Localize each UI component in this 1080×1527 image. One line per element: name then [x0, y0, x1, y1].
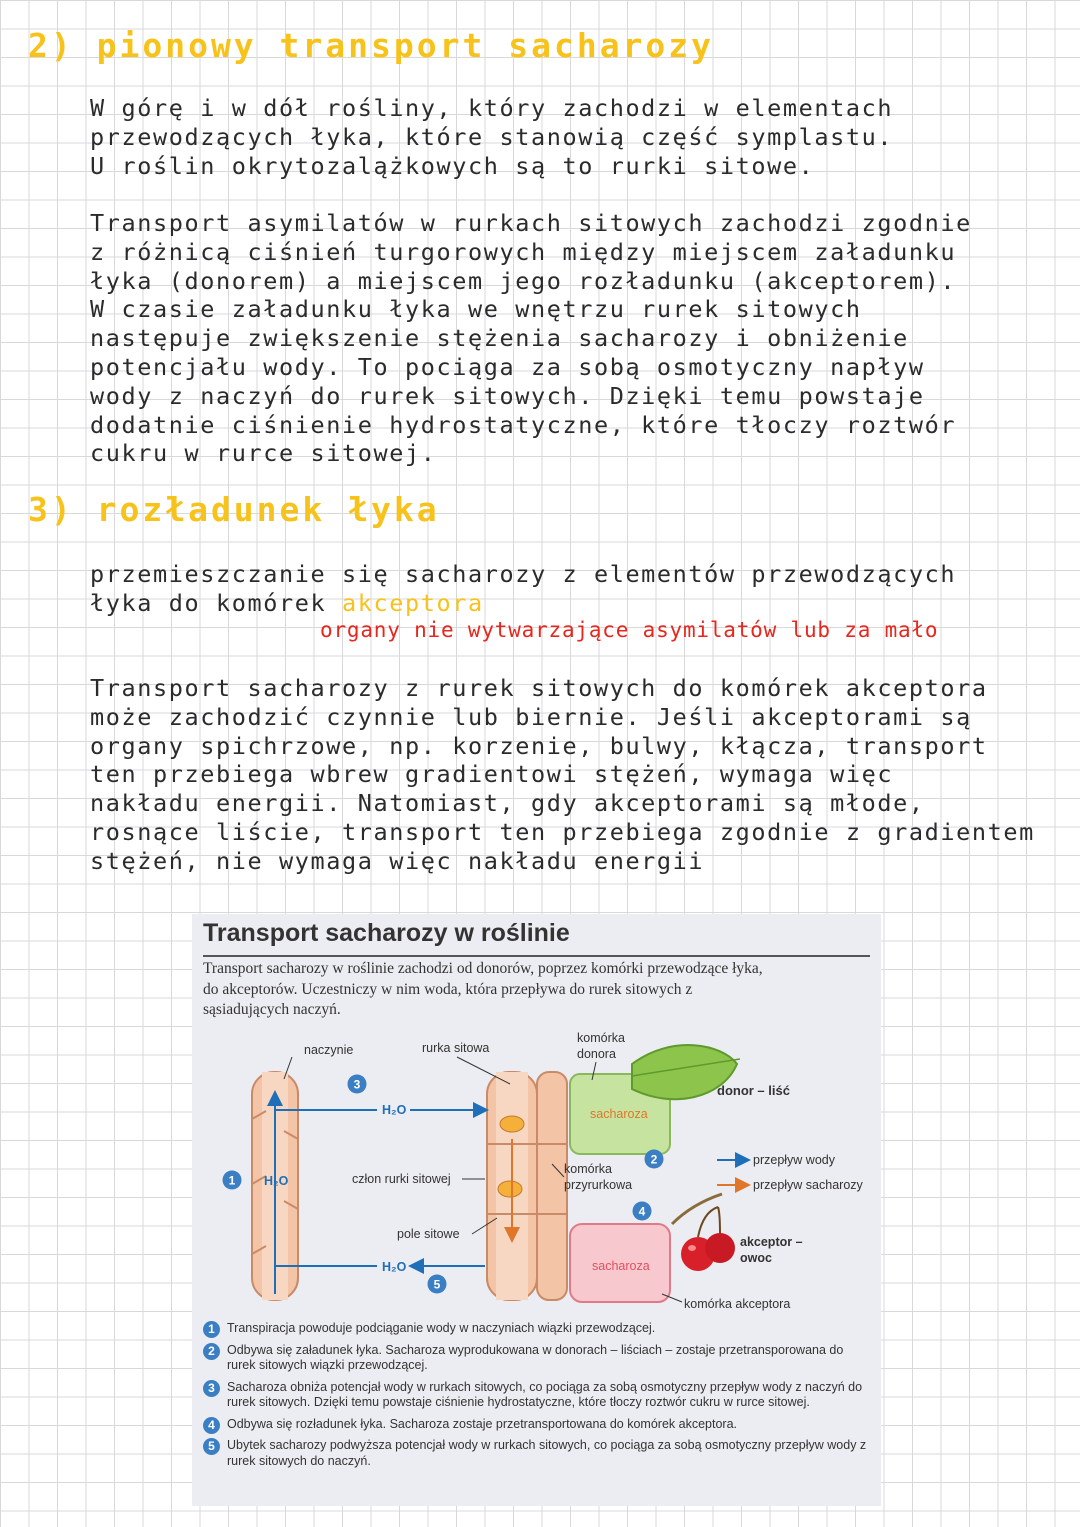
legend-text: Odbywa się załadunek łyka. Sacharoza wyp… — [227, 1342, 844, 1373]
text-fragment: łyka do komórek — [90, 588, 327, 617]
badge-1-number: 1 — [229, 1174, 236, 1188]
text-line: rosnące liście, transport ten przebiega … — [90, 817, 1035, 846]
cherry-fruit-icon — [681, 1206, 735, 1271]
label-czlon-rurki-sitowej: człon rurki sitowej — [352, 1172, 451, 1186]
badge-5-number: 5 — [434, 1278, 441, 1292]
badge-3-number: 3 — [354, 1078, 361, 1092]
sieve-tube — [486, 1071, 568, 1301]
text-line: wody z naczyń do rurek sitowych. Dzięki … — [90, 381, 925, 410]
section-3-heading: 3) rozładunek łyka — [28, 490, 440, 529]
number-badge: 5 — [203, 1438, 220, 1455]
section-3-paragraph-1: przemieszczanie się sacharozy z elementó… — [90, 560, 956, 618]
badge-2-number: 2 — [651, 1153, 658, 1167]
legend-przeplyw-sacharozy: przepływ sacharozy — [753, 1178, 864, 1192]
text-line: potencjału wody. To pociąga za sobą osmo… — [90, 352, 925, 381]
text-line: cukru w rurce sitowej. — [90, 439, 437, 468]
text-line: łyka do komórek akceptora — [90, 589, 956, 618]
label-naczynie: naczynie — [304, 1043, 353, 1057]
text-line: nakładu energii. Natomiast, gdy akceptor… — [90, 789, 925, 818]
text-line: W czasie załadunku łyka we wnętrzu rurek… — [90, 295, 862, 324]
figure-description: Transport sacharozy w roślinie zachodzi … — [203, 960, 763, 1018]
number-badge: 1 — [203, 1321, 220, 1338]
label-pole-sitowe: pole sitowe — [397, 1227, 460, 1241]
figure-divider — [203, 955, 870, 957]
label-komorka-przyrurkowa-line2: przyrurkowa — [564, 1178, 632, 1192]
text-line: W górę i w dół rośliny, który zachodzi w… — [90, 94, 894, 122]
label-komorka-przyrurkowa-line1: komórka — [564, 1162, 612, 1176]
figure-legend-list: 1 Transpiracja powoduje podciąganie wody … — [203, 1321, 873, 1475]
label-h2o-bottom: H₂O — [382, 1260, 407, 1274]
label-h2o-mid: H₂O — [264, 1174, 289, 1188]
section-3-paragraph-2: Transport sacharozy z rurek sitowych do … — [90, 674, 1035, 876]
legend-text: Ubytek sacharozy podwyższa potencjał wod… — [227, 1438, 867, 1468]
badge-4-number: 4 — [639, 1205, 646, 1219]
section-2-paragraph-1: W górę i w dół rośliny, który zachodzi w… — [90, 94, 893, 180]
donor-cell — [569, 1044, 741, 1155]
label-akceptor-line1: akceptor – — [740, 1235, 803, 1249]
text-line: Transport asymilatów w rurkach sitowych … — [90, 209, 972, 237]
text-line: ten przebiega wbrew gradientowi stężeń, … — [90, 760, 894, 789]
label-akceptor-line2: owoc — [740, 1251, 772, 1265]
label-komorka-donora-line1: komórka — [577, 1031, 625, 1045]
text-line: Transport sacharozy z rurek sitowych do … — [90, 674, 988, 702]
label-rurka-sitowa: rurka sitowa — [422, 1041, 489, 1055]
label-komorka-donora-line2: donora — [577, 1047, 616, 1061]
figure-title: Transport sacharozy w roślinie — [203, 919, 570, 947]
label-komorka-akceptora: komórka akceptora — [684, 1297, 790, 1311]
acceptor-cell — [569, 1192, 723, 1303]
legend-item: 4 Odbywa się rozładunek łyka. Sacharoza z… — [203, 1416, 873, 1434]
text-line: łyka (donorem) a miejscem jego rozładunk… — [90, 266, 957, 295]
label-h2o-top: H₂O — [382, 1103, 407, 1117]
legend-item: 3 Sacharoza obniża potencjał wody w rurka… — [203, 1379, 873, 1411]
textbook-figure: Transport sacharozy w roślinie Transport… — [192, 914, 881, 1506]
badge-4-icon: 4 — [632, 1201, 652, 1221]
badge-1-icon: 1 — [222, 1170, 242, 1190]
legend-text: Odbywa się rozładunek łyka. Sacharoza zo… — [227, 1416, 737, 1431]
red-annotation: organy nie wytwarzające asymilatów lub z… — [320, 618, 939, 642]
text-line: następuje zwiększenie stężenia sacharozy… — [90, 324, 909, 353]
text-line: przewodzących łyka, które stanowią część… — [90, 122, 894, 151]
text-line: może zachodzić czynnie lub biernie. Jeśl… — [90, 702, 972, 731]
legend-text: Sacharoza obniża potencjał wody w rurkac… — [227, 1379, 863, 1410]
section-2-heading: 2) pionowy transport sacharozy — [28, 26, 715, 65]
text-line: organy spichrzowe, np. korzenie, bulwy, … — [90, 731, 988, 760]
label-sacharoza-acceptor: sacharoza — [592, 1259, 650, 1273]
legend-item: 2 Odbywa się załadunek łyka. Sacharoza wy… — [203, 1342, 873, 1374]
text-line: z różnicą ciśnień turgorowych między mie… — [90, 237, 957, 266]
label-sacharoza-donor: sacharoza — [590, 1107, 648, 1121]
text-line: U roślin okrytozalążkowych są to rurki s… — [90, 151, 815, 180]
number-badge: 2 — [203, 1342, 220, 1360]
section-2-paragraph-2: Transport asymilatów w rurkach sitowych … — [90, 209, 972, 468]
legend-przeplyw-wody: przepływ wody — [753, 1153, 836, 1167]
legend-item: 5 Ubytek sacharozy podwyższa potencjał wo… — [203, 1438, 873, 1469]
badge-2-icon: 2 — [644, 1149, 664, 1169]
highlighted-word: akceptora — [341, 588, 484, 617]
badge-3-icon: 3 — [347, 1074, 367, 1094]
text-line: przemieszczanie się sacharozy z elementó… — [90, 560, 957, 588]
number-badge: 4 — [203, 1416, 220, 1434]
legend-text: Transpiracja powoduje podciąganie wody w… — [227, 1321, 656, 1335]
number-badge: 3 — [203, 1379, 220, 1397]
legend-item: 1 Transpiracja powoduje podciąganie wody … — [203, 1321, 873, 1338]
text-line: dodatnie ciśnienie hydrostatyczne, które… — [90, 410, 957, 439]
text-line: stężeń, nie wymaga więc nakładu energii — [90, 846, 705, 875]
badge-5-icon: 5 — [427, 1274, 447, 1294]
label-donor-lisc: donor – liść — [717, 1083, 790, 1098]
transport-diagram: 1 2 3 4 5 naczynie rurka sitowa komórka … — [222, 1031, 864, 1311]
